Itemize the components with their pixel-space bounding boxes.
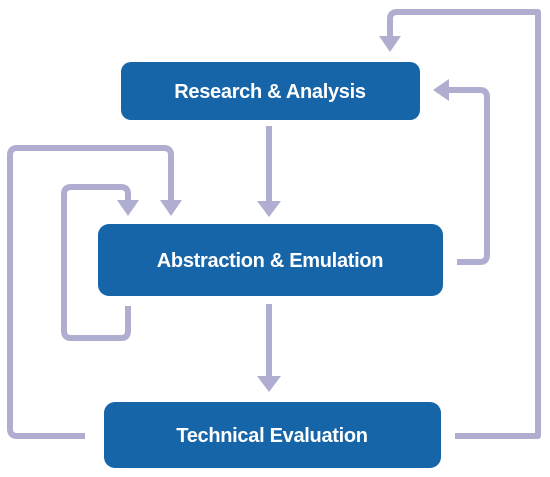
arrow-research-to-abstraction	[257, 126, 281, 217]
arrow-abstraction-to-research	[433, 79, 490, 265]
node-technical-evaluation-label: Technical Evaluation	[176, 425, 367, 447]
arrow-abstraction-self-loop	[61, 184, 139, 341]
arrow-abstraction-to-evaluation	[257, 304, 281, 392]
arrow-evaluation-to-abstraction	[7, 145, 182, 439]
arrow-evaluation-to-research	[379, 9, 541, 439]
node-abstraction-emulation: Abstraction & Emulation	[98, 224, 443, 296]
node-technical-evaluation: Technical Evaluation	[104, 402, 441, 468]
node-research-analysis: Research & Analysis	[121, 62, 420, 120]
node-research-analysis-label: Research & Analysis	[174, 81, 366, 103]
node-abstraction-emulation-label: Abstraction & Emulation	[157, 250, 383, 272]
